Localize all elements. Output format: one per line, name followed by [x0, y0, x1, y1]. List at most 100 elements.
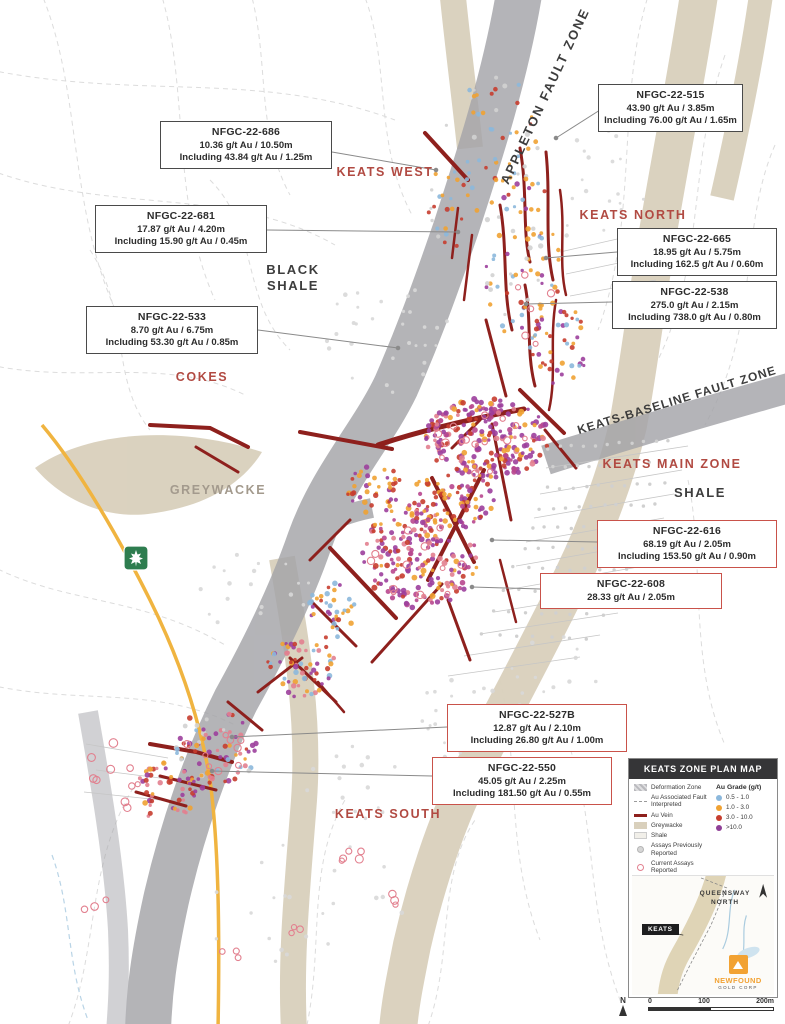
- current-assay-marker: [218, 948, 226, 955]
- drillhole-id: NFGC-22-538: [660, 286, 729, 298]
- assay-grade-dot: [527, 186, 532, 191]
- assay-grade-dot: [532, 438, 536, 443]
- previous-assay-dot: [523, 547, 527, 551]
- assay-grade-dot: [147, 810, 153, 816]
- assay-grade-dot: [440, 193, 445, 198]
- assay-grade-dot: [539, 317, 545, 322]
- assay-grade-dot: [201, 736, 206, 741]
- assay-grade-dot: [488, 424, 493, 430]
- previous-assay-dot: [609, 461, 613, 466]
- newfound-logo-icon: [728, 955, 748, 974]
- assay-grade-dot: [401, 534, 406, 540]
- assay-grade-dot: [495, 284, 500, 289]
- assay-grade-dot: [391, 561, 396, 566]
- assay-grade-dot: [389, 557, 394, 562]
- assay-grade-dot: [225, 778, 232, 784]
- assay-grade-dot: [395, 563, 400, 568]
- previous-assay-dot: [605, 442, 609, 447]
- previous-assay-dot: [551, 507, 556, 511]
- assay-grade-dot: [493, 86, 498, 92]
- assay-grade-dot: [467, 487, 473, 494]
- assay-grade-dot: [187, 805, 193, 811]
- assay-grade-dot: [509, 458, 513, 462]
- current-assay-marker: [290, 924, 298, 931]
- assay-grade-dot: [544, 331, 549, 336]
- assay-grade-dot: [378, 554, 384, 560]
- assay-grade-dot: [488, 127, 494, 132]
- au-vein-swatch: [634, 813, 647, 817]
- assay-grade-dot: [430, 543, 435, 548]
- assay-grade-dot: [332, 580, 338, 587]
- assay-grade-dot: [395, 521, 401, 527]
- assay-grade-dot: [331, 655, 337, 661]
- assay-grade-dot: [490, 273, 495, 278]
- assay-grade-dot: [619, 208, 623, 212]
- previous-assay-dot: [557, 487, 562, 491]
- previous-assay-dot: [593, 546, 597, 550]
- assay-grade-dot: [436, 234, 441, 239]
- assay-grade-dot: [469, 410, 475, 416]
- current-assay-marker: [527, 305, 535, 313]
- assay-grade-dot: [460, 400, 466, 406]
- assay-grade-dot: [415, 584, 421, 591]
- assay-grade-dot: [469, 185, 475, 191]
- assay-grade-dot: [486, 438, 491, 442]
- assay-grade-dot: [393, 567, 398, 571]
- assay-grade-dot: [341, 764, 346, 769]
- assay-grade-dot: [409, 604, 416, 611]
- previous-assay-dot: [653, 502, 657, 506]
- grade-dot-low: [716, 794, 722, 801]
- assay-grade-dot: [144, 790, 150, 796]
- assay-grade-dot: [266, 660, 270, 664]
- current-assay-marker: [512, 422, 520, 429]
- assay-grade-dot: [314, 671, 319, 676]
- assay-grade-dot: [503, 312, 507, 317]
- assay-grade-dot: [442, 495, 448, 501]
- previous-assay-dot: [629, 503, 633, 507]
- assay-grade-dot: [416, 502, 422, 508]
- current-assay-marker: [522, 435, 528, 442]
- assay-grade-dot: [180, 786, 185, 792]
- assay-grade-dot: [472, 543, 477, 548]
- assay-grade-dot: [472, 88, 476, 92]
- assay-grade-dot: [478, 514, 483, 519]
- previous-assay-dot: [577, 505, 581, 509]
- assay-grade-dot: [472, 690, 476, 694]
- assay-grade-dot: [473, 555, 479, 560]
- assay-grade-dot: [307, 581, 310, 585]
- stream-line: [51, 854, 89, 1021]
- assay-grade-dot: [414, 533, 419, 538]
- previous-assay-dot: [598, 568, 602, 572]
- assay-grade-dot: [569, 345, 575, 350]
- assay-grade-dot: [498, 447, 503, 452]
- assay-grade-dot: [308, 662, 313, 667]
- assay-grade-dot: [512, 235, 518, 240]
- assay-grade-dot: [518, 210, 523, 215]
- assay-grade-dot: [447, 492, 452, 498]
- assay-grade-dot: [380, 894, 385, 900]
- assay-grade-dot: [471, 422, 476, 427]
- assay-grade-dot: [514, 181, 520, 187]
- label-keats-main-zone: KEATS MAIN ZONE: [602, 457, 742, 471]
- grade-dot-bonanza: [716, 824, 722, 831]
- assay-grade-dot: [433, 520, 438, 525]
- assay-grade-dot: [500, 178, 505, 183]
- assay-grade-dot: [519, 312, 525, 318]
- assay-grade-dot: [430, 218, 434, 223]
- assay-grade-dot: [419, 527, 424, 532]
- assay-grade-dot: [310, 592, 315, 598]
- assay-grade-dot: [516, 154, 521, 158]
- assay-grade-dot: [436, 439, 441, 445]
- assay-grade-dot: [434, 344, 438, 347]
- assay-grade-dot: [580, 356, 586, 362]
- assay-grade-dot: [404, 539, 410, 546]
- assay-grade-dot: [441, 560, 448, 566]
- current-assay-marker: [357, 847, 365, 856]
- assay-grade-dot: [307, 599, 313, 606]
- assay-grade-dot: [242, 763, 248, 769]
- assay-grade-dot: [320, 682, 324, 686]
- assay-grade-dot: [504, 206, 510, 212]
- assay-grade-dot: [342, 608, 347, 613]
- inset-map-graphic: [657, 876, 768, 995]
- assay-grade-dot: [451, 406, 458, 412]
